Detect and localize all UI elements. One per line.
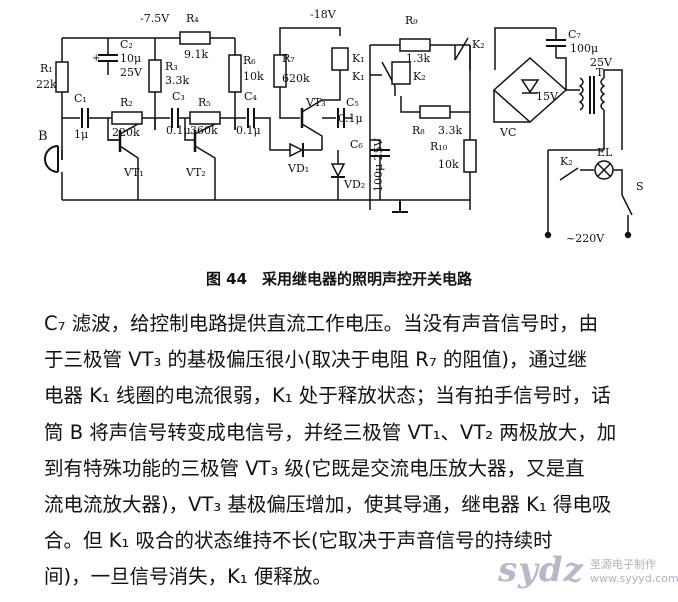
label-r9-val: 1.3k bbox=[406, 52, 430, 65]
label-vc: VC bbox=[499, 126, 516, 139]
label-k2-switch: K₂ bbox=[560, 155, 573, 168]
bridge-rectifier-vc bbox=[492, 56, 568, 124]
resistor-r9 bbox=[399, 38, 431, 52]
label-k2-contact-top: K₂ bbox=[472, 38, 485, 51]
label-c7-val: 100μ bbox=[570, 42, 598, 55]
body-line: 于三极管 VT₃ 的基极偏压很小(取决于电阻 R₇ 的阻值)，通过继 bbox=[44, 348, 587, 372]
circuit-diagram: + bbox=[36, 8, 644, 245]
signal-path bbox=[62, 96, 300, 151]
watermark-name: 圣源电子制作 bbox=[590, 558, 656, 571]
svg-text:+: + bbox=[92, 53, 100, 64]
label-el: EL bbox=[597, 146, 613, 159]
watermark-url: www.syyyd.com bbox=[590, 572, 678, 585]
label-c4-val: 0.1μ bbox=[236, 124, 261, 137]
capacitor-c2: + bbox=[92, 38, 118, 75]
relay-k2-coil bbox=[391, 61, 411, 85]
capacitor-c7 bbox=[494, 27, 566, 70]
body-text: C₇ 滤波，给控制电路提供直流工作电压。当没有声音信号时，由 于三极管 VT₃ … bbox=[44, 306, 656, 596]
capacitor-c6 bbox=[370, 139, 390, 200]
label-r7-val: 620k bbox=[282, 72, 310, 85]
label-r8-val: 3.3k bbox=[438, 124, 462, 137]
body-line: 合。但 K₁ 吸合的状态维持不长(它取决于声音信号的持续时 bbox=[44, 529, 553, 553]
label-r1-val: 22k bbox=[36, 78, 57, 91]
label-c1-val: 1μ bbox=[74, 128, 88, 141]
label-t: T bbox=[596, 66, 604, 79]
label-r1: R₁ bbox=[40, 62, 53, 75]
body-line: 到有特殊功能的三极管 VT₃ 级(它既是交流电压放大器，又是直 bbox=[44, 456, 585, 480]
relay-k1-coil bbox=[331, 47, 349, 71]
body-line: 筒 B 将声信号转变成电信号，并经三极管 VT₁、VT₂ 两极放大，加 bbox=[44, 420, 617, 444]
label-r7: R₇ bbox=[282, 52, 295, 65]
label-c5-val: 0.1μ bbox=[338, 112, 363, 125]
body-line: 电器 K₁ 线圈的电流很弱，K₁ 处于释放状态；当有拍手信号时，话 bbox=[44, 384, 611, 408]
label-k1-coil: K₁ bbox=[352, 52, 365, 65]
resistor-r10 bbox=[463, 139, 477, 173]
label-b: B bbox=[38, 129, 48, 144]
label-r3: R₃ bbox=[165, 60, 178, 73]
resistor-r8 bbox=[400, 96, 470, 119]
label-k1-contact: K₁ bbox=[352, 70, 365, 83]
label-15v: 15V bbox=[536, 90, 559, 103]
label-vt1: VT₁ bbox=[123, 166, 144, 179]
figure-caption: 图 44 采用继电器的照明声控开关电路 bbox=[205, 270, 473, 288]
capacitor-c5 bbox=[322, 108, 352, 128]
mains-loop bbox=[544, 149, 633, 239]
body-line: C₇ 滤波，给控制电路提供直流工作电压。当没有声音信号时，由 bbox=[44, 312, 599, 335]
label-k2-coil: K₂ bbox=[413, 70, 426, 83]
diode-vd2 bbox=[330, 150, 346, 200]
ground-rail bbox=[62, 199, 470, 213]
resistor-r1 bbox=[55, 61, 69, 93]
body-line: 流电流放大器)，VT₃ 基极偏压增加，使其导通，继电器 K₁ 得电吸 bbox=[44, 493, 612, 517]
label-r10-val: 10k bbox=[438, 158, 459, 171]
label-vneg75: -7.5V bbox=[140, 12, 170, 25]
resistor-r6 bbox=[228, 54, 242, 93]
transformer-t bbox=[566, 69, 623, 150]
label-c7-v: 25V bbox=[590, 56, 613, 69]
body-line: 间)，一旦信号消失，K₁ 便释放。 bbox=[44, 565, 332, 589]
diode-vd1 bbox=[289, 142, 322, 158]
resistor-r4 bbox=[179, 31, 211, 45]
label-vneg18: -18V bbox=[310, 8, 337, 21]
label-c5: C₅ bbox=[346, 96, 359, 109]
label-r3-val: 3.3k bbox=[165, 74, 189, 87]
label-vt3: VT₃ bbox=[305, 96, 326, 109]
label-s: S bbox=[636, 180, 644, 193]
label-r10: R₁₀ bbox=[430, 140, 448, 153]
watermark-logo: sydz bbox=[498, 550, 584, 590]
label-r5-val: 360k bbox=[190, 124, 218, 137]
label-c2: C₂ bbox=[120, 38, 133, 51]
label-c1: C₁ bbox=[74, 92, 87, 105]
label-r9: R₉ bbox=[405, 14, 418, 27]
label-r6-val: 10k bbox=[243, 70, 264, 83]
label-r2-val: 220k bbox=[112, 126, 140, 139]
relay-k2-contact-top bbox=[454, 37, 471, 70]
label-vd1: VD₁ bbox=[287, 162, 309, 175]
label-r8: R₈ bbox=[412, 124, 425, 137]
microphone-b bbox=[44, 145, 63, 200]
transistor-vt2 bbox=[184, 118, 216, 200]
label-r5: R₅ bbox=[198, 96, 211, 109]
label-r2: R₂ bbox=[120, 96, 133, 109]
label-c6: C₆ bbox=[350, 138, 363, 151]
label-r4-val: 9.1k bbox=[184, 48, 208, 61]
label-r6: R₆ bbox=[243, 54, 256, 67]
label-vt2: VT₂ bbox=[185, 166, 206, 179]
resistor-r3 bbox=[148, 59, 162, 93]
transistor-vt3 bbox=[300, 92, 341, 150]
label-c7: C₇ bbox=[568, 28, 581, 41]
label-vd2: VD₂ bbox=[343, 178, 365, 191]
label-c6-val: 100μ 25V bbox=[372, 137, 385, 192]
label-c3-val: 0.1μ bbox=[166, 124, 191, 137]
label-r4: R₄ bbox=[186, 12, 199, 25]
label-c2-val: 10μ bbox=[120, 52, 141, 65]
resistor-r7 bbox=[273, 54, 287, 88]
label-c2-v: 25V bbox=[120, 66, 143, 79]
transistor-vt1 bbox=[108, 123, 139, 200]
label-mains: ~220V bbox=[566, 232, 605, 245]
label-c3: C₃ bbox=[172, 90, 185, 103]
label-c4: C₄ bbox=[244, 90, 257, 103]
